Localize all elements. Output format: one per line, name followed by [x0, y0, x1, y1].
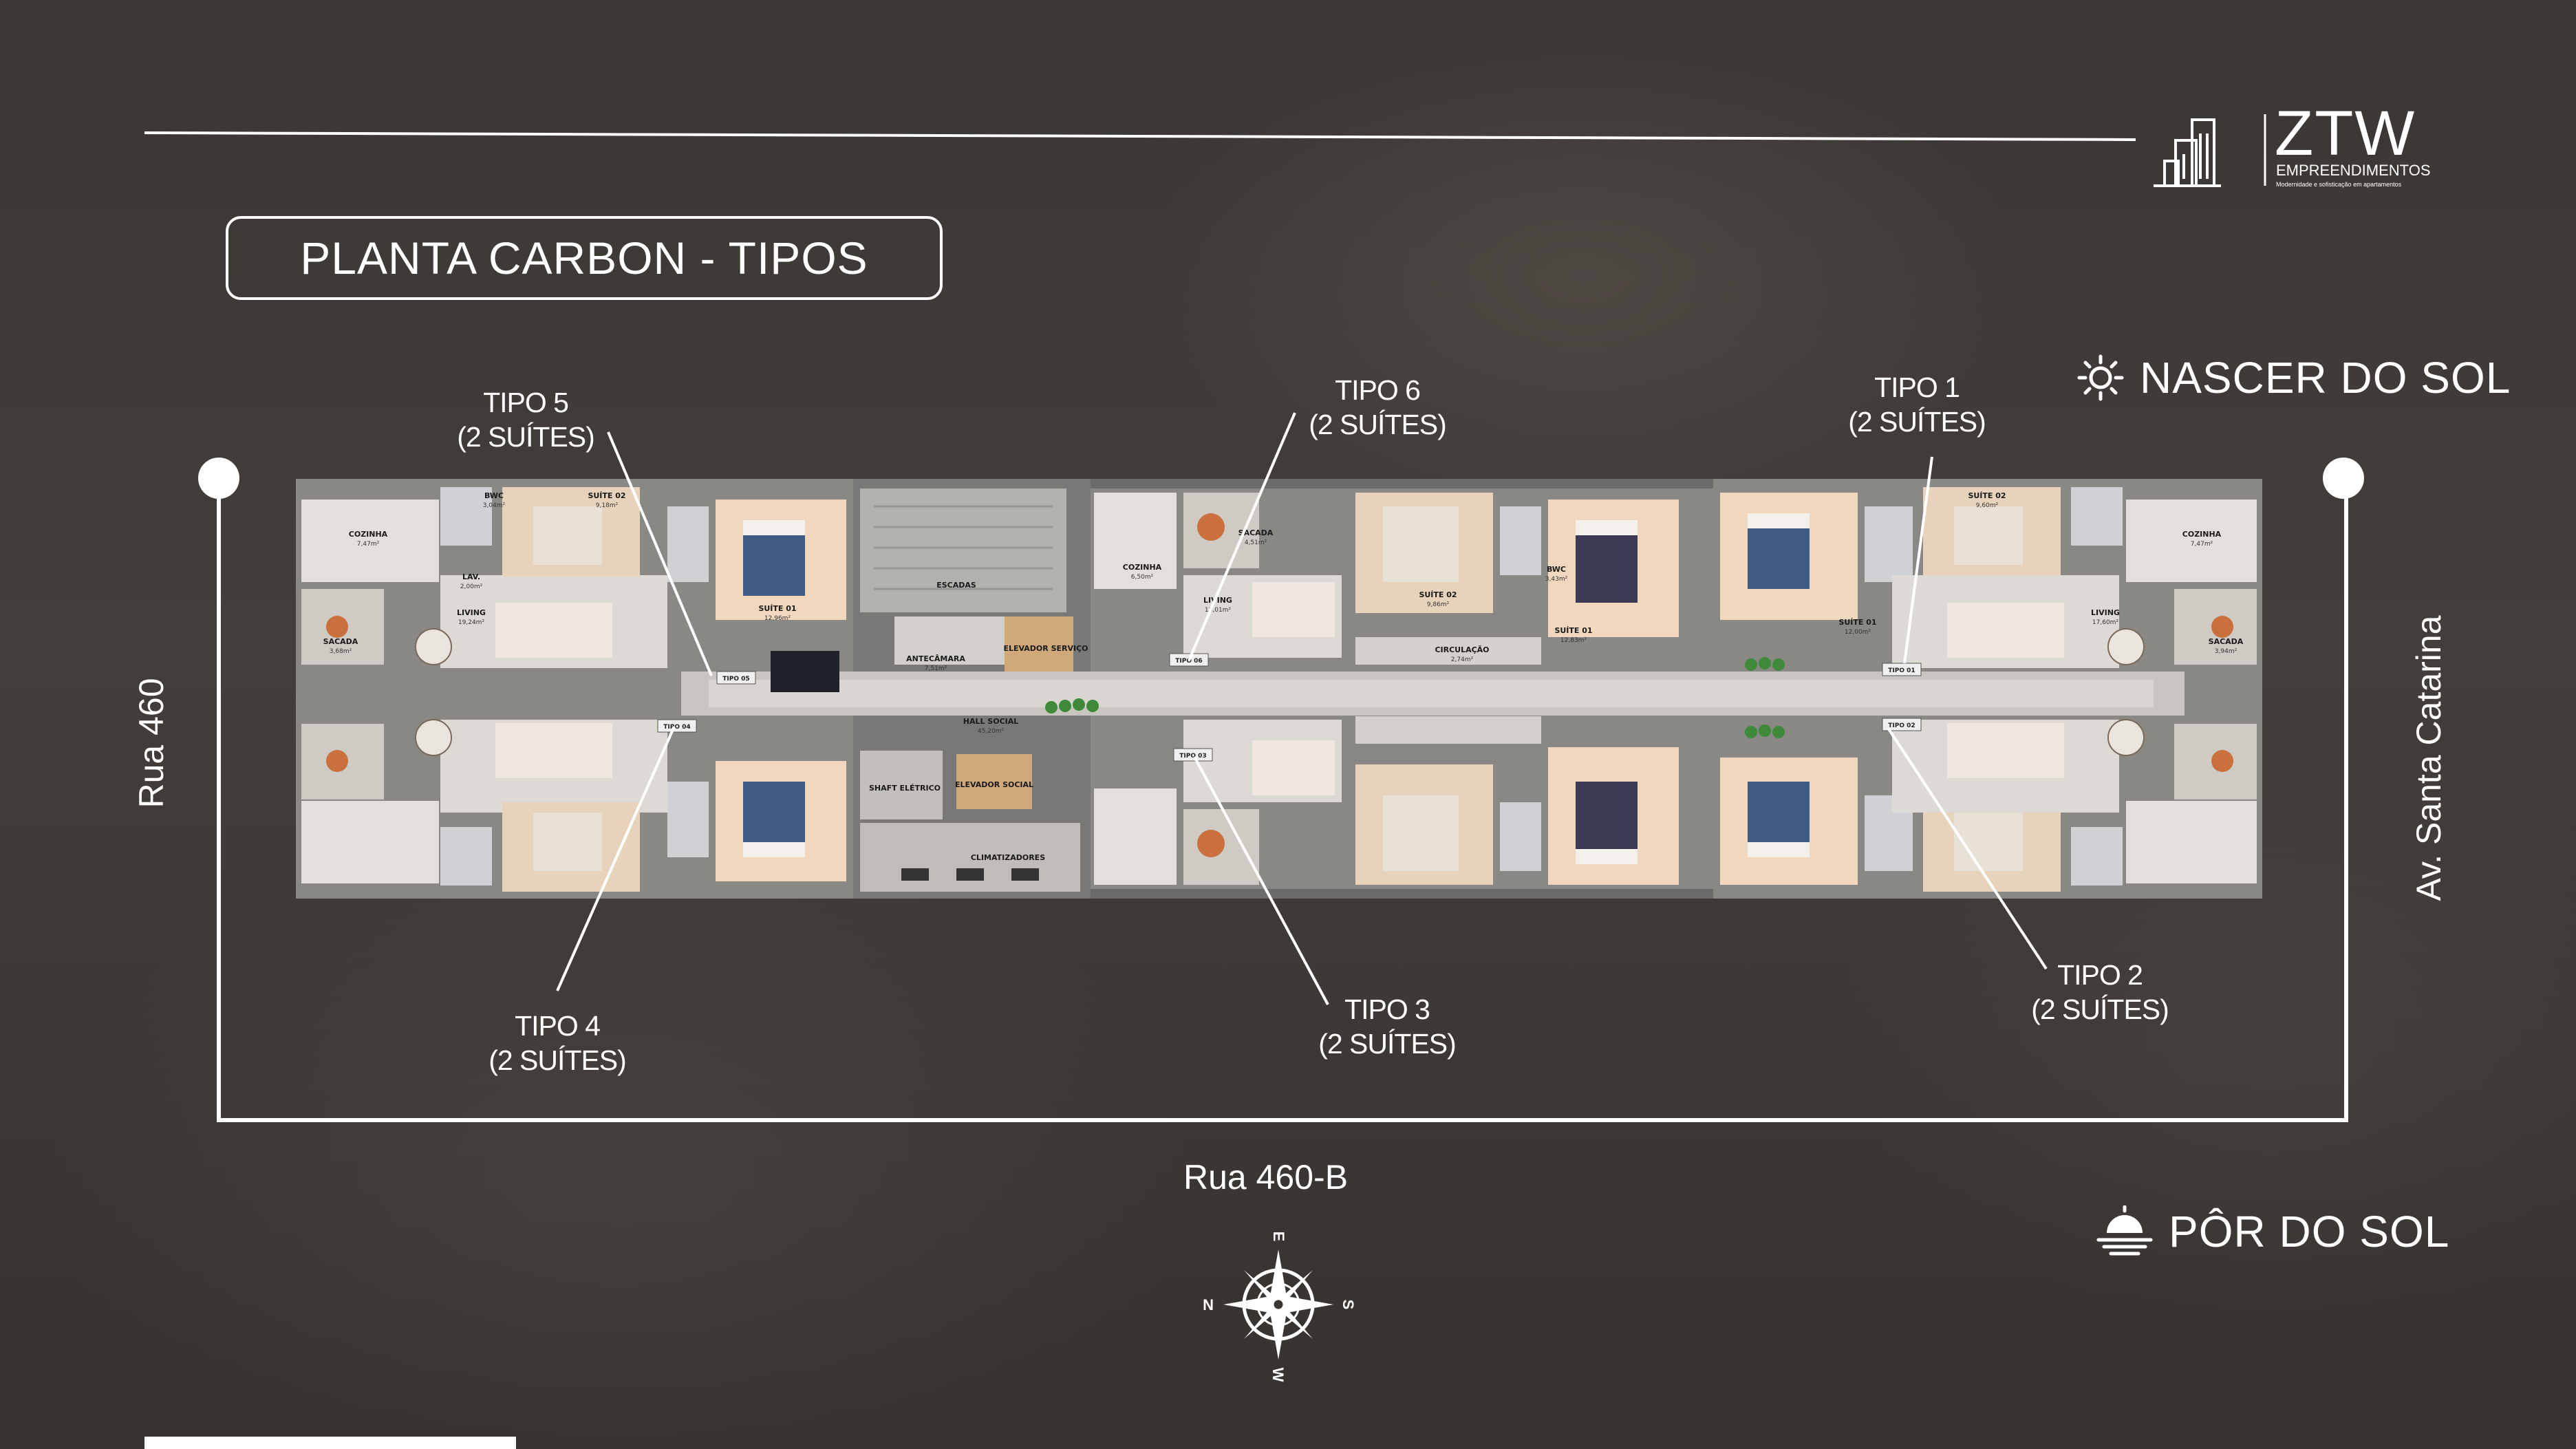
ztw-building-icon [2154, 118, 2221, 187]
room-label: LIVING [1203, 596, 1232, 605]
page-title: PLANTA CARBON - TIPOS [300, 233, 868, 283]
room-area: 12,83m² [1560, 637, 1587, 644]
compass-label-west: W [1269, 1368, 1287, 1382]
tipo-name: TIPO 6 [1335, 374, 1421, 406]
room-label: LIVING [457, 608, 486, 617]
tipo-name: TIPO 3 [1344, 994, 1430, 1025]
compass-label-east: E [1270, 1232, 1287, 1242]
tipo-suites: (2 SUÍTES) [1318, 1028, 1457, 1060]
room-area: 7,47m² [357, 541, 380, 548]
tipo-5-label: TIPO 5 (2 SUÍTES) [450, 385, 601, 454]
room-label: SUÍTE 01 [1838, 618, 1876, 627]
room-area: 17,60m² [2092, 619, 2119, 626]
room-label: LIVING [2091, 608, 2120, 617]
room-area: 2,00m² [460, 583, 483, 590]
tipo-name: TIPO 4 [515, 1010, 601, 1042]
room-area: 4,51m² [1245, 539, 1267, 546]
compass-label-south: S [1340, 1300, 1357, 1310]
tipo-suites: (2 SUÍTES) [489, 1044, 627, 1076]
room-area: 12,96m² [764, 615, 791, 622]
tipo-name: TIPO 2 [2057, 959, 2143, 991]
unit-tag: TIPO 06 [1175, 658, 1202, 665]
room-label: COZINHA [2182, 530, 2222, 539]
tipo-name: TIPO 1 [1874, 372, 1960, 403]
floor-plan: COZINHA 7,47m² SACADA 3,68m² LIVING 19,2… [296, 479, 2262, 899]
sunset-icon [2096, 1205, 2153, 1256]
sunset-label: PÔR DO SOL [2169, 1207, 2450, 1256]
room-label: COZINHA [349, 530, 388, 539]
room-area: 9,18m² [596, 502, 619, 509]
compass-label-north: N [1203, 1296, 1214, 1313]
unit-tag: TIPO 03 [1179, 753, 1206, 760]
room-label: HALL SOCIAL [963, 717, 1019, 726]
room-label: ELEVADOR SERVIÇO [1003, 644, 1088, 653]
boundary-dot-right [2323, 458, 2364, 499]
room-label: BWC [484, 491, 504, 500]
tipo-suites: (2 SUÍTES) [1848, 406, 1986, 438]
property-boundary [217, 478, 2348, 1122]
room-area: 3,43m² [1545, 576, 1568, 583]
room-area: 7,51m² [925, 665, 947, 672]
tipo-suites: (2 SUÍTES) [457, 421, 595, 453]
sunset-indicator: PÔR DO SOL [2096, 1205, 2449, 1258]
leader-lines [556, 412, 2048, 1005]
room-area: 19,24m² [458, 619, 485, 626]
room-area: 9,60m² [1976, 502, 1999, 509]
title-box: PLANTA CARBON - TIPOS [226, 216, 943, 300]
room-area: 45,20m² [978, 728, 1005, 735]
street-bottom: Rua 460-B [1183, 1158, 1349, 1196]
room-area: 9,86m² [1427, 601, 1450, 608]
room-area: 3,94m² [2215, 648, 2237, 655]
room-label: COZINHA [1123, 563, 1162, 572]
room-label: ESCADAS [936, 581, 976, 590]
room-label: SHAFT ELÉTRICO [869, 784, 941, 793]
tipo-1-label: TIPO 1 (2 SUÍTES) [1841, 370, 1993, 439]
room-area: 13,01m² [1205, 607, 1232, 614]
room-label: SUÍTE 02 [588, 491, 625, 500]
room-area: 2,74m² [1451, 656, 1474, 663]
room-label: SACADA [323, 637, 358, 646]
room-label: BWC [1547, 565, 1566, 574]
room-label: SUÍTE 02 [1419, 590, 1457, 599]
compass-rose: E N S W [1203, 1232, 1357, 1382]
room-label: ANTECÂMARA [906, 654, 965, 663]
header-rule [144, 131, 2136, 141]
room-label: CLIMATIZADORES [971, 853, 1045, 862]
unit-tag: TIPO 05 [722, 676, 749, 683]
logo-brand: ZTW [2275, 98, 2416, 169]
room-label: ELEVADOR SOCIAL [955, 780, 1033, 789]
street-right: Av. Santa Catarina [2409, 615, 2448, 901]
room-area: 3,04m² [483, 502, 506, 509]
room-label: CIRCULAÇÃO [1435, 645, 1489, 654]
bottom-accent-bar [144, 1437, 516, 1449]
tipo-suites: (2 SUÍTES) [1309, 409, 1447, 440]
tipo-name: TIPO 5 [483, 387, 569, 418]
logo-tagline: Modernidade e sofisticação em apartament… [2276, 181, 2402, 188]
street-left: Rua 460 [132, 678, 171, 808]
unit-tag: TIPO 04 [663, 724, 690, 731]
room-label: SACADA [1238, 528, 1274, 537]
sun-icon [2077, 354, 2124, 401]
unit-tag: TIPO 01 [1888, 667, 1915, 674]
unit-tag: TIPO 02 [1888, 722, 1915, 729]
tipo-3-label: TIPO 3 (2 SUÍTES) [1311, 992, 1463, 1061]
room-label: SACADA [2209, 637, 2244, 646]
room-label: SUÍTE 02 [1968, 491, 2006, 500]
boundary-dot-left [198, 458, 239, 499]
room-area: 7,47m² [2191, 541, 2213, 548]
room-area: 6,50m² [1131, 574, 1154, 581]
sunrise-indicator: NASCER DO SOL [2076, 352, 2511, 403]
logo-sub: EMPREENDIMENTOS [2276, 162, 2431, 179]
room-label: LAV. [462, 572, 480, 581]
tipo-suites: (2 SUÍTES) [2031, 994, 2169, 1025]
tipo-4-label: TIPO 4 (2 SUÍTES) [482, 1009, 633, 1077]
room-area: 3,68m² [330, 648, 352, 655]
room-label: SUÍTE 01 [758, 604, 796, 613]
tipo-6-label: TIPO 6 (2 SUÍTES) [1302, 373, 1453, 442]
sunrise-label: NASCER DO SOL [2140, 353, 2511, 402]
room-label: SUÍTE 01 [1554, 626, 1592, 635]
tipo-2-label: TIPO 2 (2 SUÍTES) [2024, 958, 2176, 1027]
room-area: 12,00m² [1845, 629, 1871, 636]
